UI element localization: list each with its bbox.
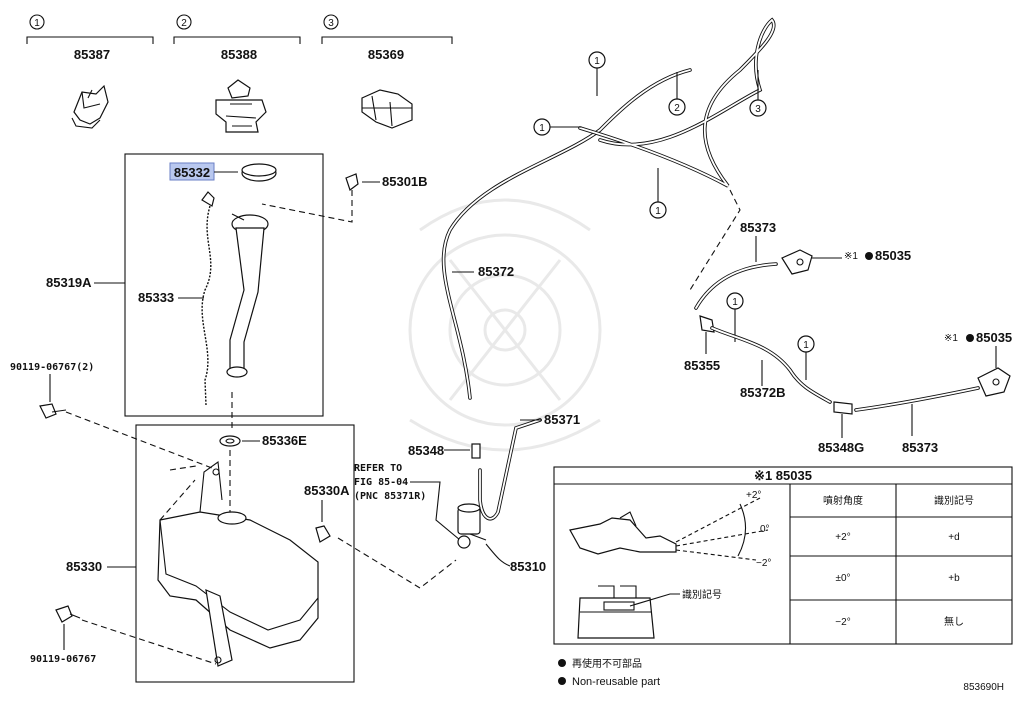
legend: 再使用不可部品 Non-reusable part <box>558 657 660 688</box>
table-cell-r3-angle: −2° <box>835 617 850 628</box>
group-2-index: 2 <box>181 18 187 29</box>
group-1-index: 1 <box>34 18 40 29</box>
table-header-id: 識別記号 <box>934 494 974 507</box>
part-85319A-label[interactable]: 85319A <box>46 275 92 290</box>
non-reusable-dot-upper <box>865 252 873 260</box>
hose-upper-loop <box>578 17 776 188</box>
clip-85369-icon <box>361 89 413 129</box>
part-90119-label[interactable]: 90119-06767 <box>30 654 96 665</box>
part-85355-label[interactable]: 85355 <box>684 358 720 373</box>
part-85372-label[interactable]: 85372 <box>478 264 514 279</box>
part-85373b-label[interactable]: 85373 <box>902 440 938 455</box>
legend-en: Non-reusable part <box>572 676 660 688</box>
filler-pipe-icon <box>226 213 269 378</box>
hose-85371 <box>478 418 542 521</box>
washer-pump-85310-icon <box>457 503 487 549</box>
part-85330-label[interactable]: 85330 <box>66 559 102 574</box>
hose-85373-lower <box>854 386 980 412</box>
level-gauge-85333-icon <box>201 191 215 406</box>
note-marker-upper: ※1 <box>844 251 858 262</box>
svg-text:+2°: +2° <box>746 490 761 501</box>
non-reusable-dot-icon <box>558 659 566 667</box>
part-85035a-label[interactable]: 85035 <box>875 248 911 263</box>
svg-text:1: 1 <box>539 123 545 134</box>
hose-85373-upper <box>694 262 778 310</box>
grommet-85330A-icon <box>315 525 331 543</box>
group-1[interactable]: 1 85387 <box>26 14 154 129</box>
svg-text:1: 1 <box>594 56 600 67</box>
part-85387-label[interactable]: 85387 <box>74 47 110 62</box>
figure-id: 853690H <box>963 682 1004 693</box>
svg-text:2: 2 <box>674 103 680 114</box>
table-header-angle: 噴射角度 <box>823 494 863 507</box>
spray-angle-diagram: +2° 0° −2° <box>569 490 771 569</box>
group-2[interactable]: 2 85388 <box>173 14 301 133</box>
svg-text:1: 1 <box>732 297 738 308</box>
svg-text:0°: 0° <box>760 524 770 535</box>
legend-jp: 再使用不可部品 <box>572 657 642 670</box>
nozzle-85035-upper-icon <box>781 249 813 275</box>
part-85333-label[interactable]: 85333 <box>138 290 174 305</box>
refer-line-2: FIG 85-04 <box>354 477 408 488</box>
callout-circles: 1 2 3 1 1 1 1 <box>533 51 815 380</box>
bolt-upper-icon <box>39 403 67 419</box>
id-mark-label: 識別記号 <box>682 588 722 601</box>
svg-text:3: 3 <box>755 104 761 115</box>
part-85372B-label[interactable]: 85372B <box>740 385 786 400</box>
part-85336E-label[interactable]: 85336E <box>262 433 307 448</box>
group-3[interactable]: 3 85369 <box>321 14 453 129</box>
hose-85372B <box>710 326 832 404</box>
nozzle-id-mark-icon <box>577 585 655 639</box>
group-3-index: 3 <box>328 18 334 29</box>
non-reusable-dot-icon-2 <box>558 677 566 685</box>
svg-text:−2°: −2° <box>756 558 771 569</box>
part-85373a-label[interactable]: 85373 <box>740 220 776 235</box>
refer-line-3: (PNC 85371R) <box>354 491 426 502</box>
nozzle-spec-table: ※1 85035 噴射角度 識別記号 +2° +d ±0° +b −2° 無し … <box>553 466 1013 645</box>
part-85035b-label[interactable]: 85035 <box>976 330 1012 345</box>
note-marker-lower: ※1 <box>944 333 958 344</box>
clip-85387-icon <box>71 84 109 129</box>
table-cell-r1-angle: +2° <box>835 532 850 543</box>
washer-tank-icon <box>157 461 319 667</box>
part-90119-2-label[interactable]: 90119-06767(2) <box>10 362 94 373</box>
table-title: ※1 85035 <box>754 468 812 483</box>
svg-text:1: 1 <box>803 340 809 351</box>
part-85310-label[interactable]: 85310 <box>510 559 546 574</box>
part-85332-label[interactable]: 85332 <box>174 165 210 180</box>
grommet-85336E-icon <box>219 435 241 447</box>
part-85388-label[interactable]: 85388 <box>221 47 257 62</box>
part-85369-label[interactable]: 85369 <box>368 47 404 62</box>
clip-85301B-icon <box>345 173 359 196</box>
joint-85348-icon <box>471 443 481 459</box>
filler-assembly-box <box>124 153 324 417</box>
hose-85372 <box>441 68 692 400</box>
joint-85348G-icon <box>833 401 853 415</box>
part-85330A-label[interactable]: 85330A <box>304 483 350 498</box>
part-85371-label[interactable]: 85371 <box>544 412 580 427</box>
part-85301B-label[interactable]: 85301B <box>382 174 428 189</box>
tank-assembly-box <box>135 424 355 683</box>
part-85348-label[interactable]: 85348 <box>408 443 444 458</box>
nozzle-85035-lower-icon <box>977 367 1011 397</box>
clip-85388-icon <box>215 79 267 133</box>
table-cell-r2-angle: ±0° <box>835 573 850 584</box>
bolt-lower-icon <box>55 605 81 623</box>
non-reusable-dot-lower <box>966 334 974 342</box>
part-85348G-label[interactable]: 85348G <box>818 440 864 455</box>
refer-line-1: REFER TO <box>354 463 402 474</box>
table-cell-r3-id: 無し <box>944 615 964 628</box>
table-cell-r2-id: +b <box>948 573 960 584</box>
watermark-emblem <box>408 198 602 452</box>
svg-text:1: 1 <box>655 206 661 217</box>
table-cell-r1-id: +d <box>948 532 959 543</box>
filler-cap-85332-icon <box>241 163 277 182</box>
